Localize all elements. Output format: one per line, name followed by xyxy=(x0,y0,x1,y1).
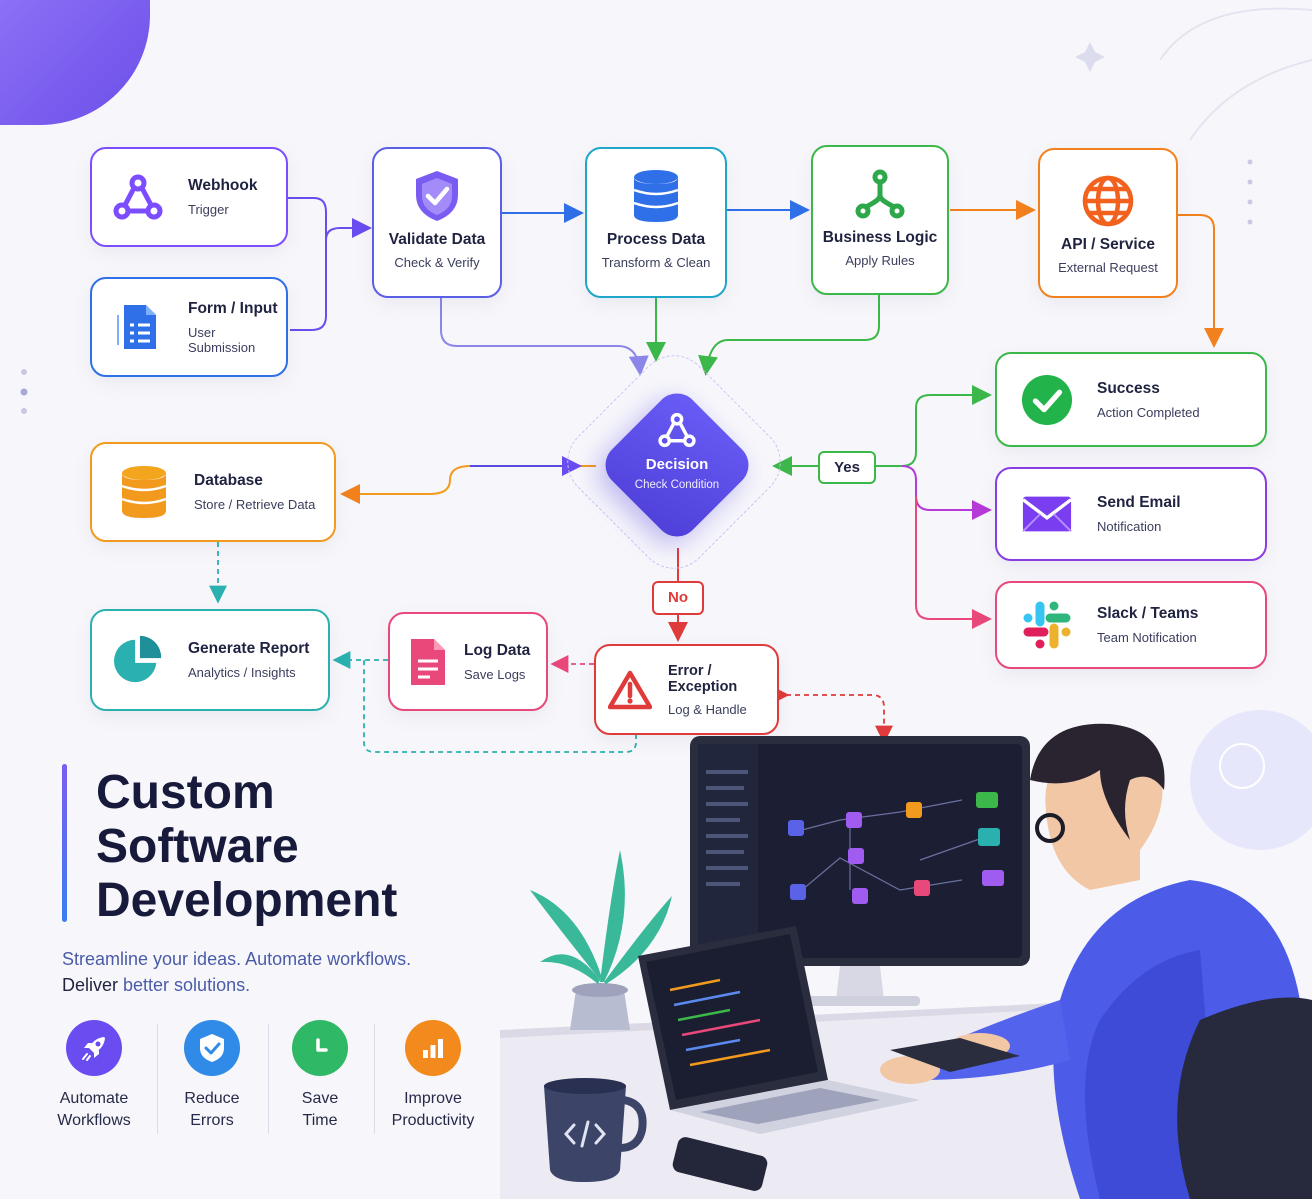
error-title: Error / Exception xyxy=(668,662,738,695)
decision-title: Decision xyxy=(645,456,709,473)
success-title: Success xyxy=(1097,379,1160,397)
headline-line-1: Custom xyxy=(96,766,275,819)
feature-save-line-2: Time xyxy=(302,1112,338,1129)
validate-data-node[interactable]: Validate Data Check & Verify xyxy=(372,147,502,298)
clock-icon xyxy=(292,1020,348,1076)
feature-productivity: Improve Productivity xyxy=(380,1020,486,1132)
database-icon xyxy=(629,169,683,223)
database-icon xyxy=(118,466,170,518)
webhook-icon xyxy=(112,171,164,223)
feature-reduce-line-1: Reduce xyxy=(184,1090,240,1107)
tagline: Streamline your ideas. Automate workflow… xyxy=(62,946,411,998)
headline: Custom Software Development xyxy=(96,766,397,928)
decision-node[interactable]: Decision Check Condition xyxy=(552,340,796,584)
database-subtitle: Store / Retrieve Data xyxy=(194,497,316,512)
mail-icon xyxy=(1021,488,1073,540)
webhook-icon xyxy=(658,412,696,448)
feature-productivity-line-2: Productivity xyxy=(391,1112,475,1129)
headline-line-2: Software xyxy=(96,820,299,873)
report-title: Generate Report xyxy=(188,640,310,657)
validate-title: Validate Data xyxy=(388,231,486,248)
slack-icon xyxy=(1021,599,1073,651)
email-title: Send Email xyxy=(1097,494,1181,511)
document-icon xyxy=(112,301,164,353)
api-service-node[interactable]: API / Service External Request xyxy=(1038,148,1178,298)
log-title: Log Data xyxy=(464,641,531,659)
business-title: Business Logic xyxy=(822,229,938,246)
feature-divider xyxy=(157,1024,158,1134)
shield-check-icon xyxy=(410,169,464,223)
shield-check-icon xyxy=(184,1020,240,1076)
decision-subtitle: Check Condition xyxy=(634,479,720,491)
feature-save-line-1: Save xyxy=(301,1090,339,1107)
log-subtitle: Save Logs xyxy=(464,666,526,682)
tagline-rest: better solutions. xyxy=(118,975,251,995)
validate-subtitle: Check & Verify xyxy=(394,255,480,270)
database-title: Database xyxy=(194,472,263,489)
developer-illustration xyxy=(500,710,1312,1199)
api-title: API / Service xyxy=(1061,236,1155,253)
feature-divider xyxy=(374,1024,375,1134)
no-label: No xyxy=(652,581,704,615)
tagline-deliver: Deliver xyxy=(62,975,119,995)
branch-icon xyxy=(853,167,907,221)
slack-title: Slack / Teams xyxy=(1097,605,1199,622)
error-subtitle: Log & Handle xyxy=(668,701,747,717)
form-title: Form / Input xyxy=(188,299,278,317)
feature-divider xyxy=(268,1024,269,1134)
process-subtitle: Transform & Clean xyxy=(601,255,711,270)
tagline-line-1: Streamline your ideas. Automate workflow… xyxy=(62,949,412,969)
email-subtitle: Notification xyxy=(1097,519,1162,534)
success-subtitle: Action Completed xyxy=(1097,404,1200,420)
bar-chart-icon xyxy=(405,1020,461,1076)
rocket-icon xyxy=(66,1020,122,1076)
warning-icon xyxy=(608,664,652,716)
report-subtitle: Analytics / Insights xyxy=(188,665,296,680)
api-subtitle: External Request xyxy=(1058,260,1158,275)
feature-reduce-line-2: Errors xyxy=(190,1112,234,1129)
yes-label: Yes xyxy=(818,451,876,484)
globe-icon xyxy=(1081,174,1135,228)
check-circle-icon xyxy=(1021,374,1073,426)
feature-automate: Automate Workflows xyxy=(44,1020,144,1132)
feature-save-time: Save Time xyxy=(272,1020,368,1132)
file-icon xyxy=(408,636,448,688)
feature-productivity-line-1: Improve xyxy=(404,1090,462,1107)
business-subtitle: Apply Rules xyxy=(845,253,915,268)
process-title: Process Data xyxy=(606,231,706,248)
webhook-title: Webhook xyxy=(188,177,258,194)
feature-reduce: Reduce Errors xyxy=(162,1020,262,1132)
headline-accent-bar xyxy=(62,764,67,922)
business-logic-node[interactable]: Business Logic Apply Rules xyxy=(811,145,949,295)
webhook-subtitle: Trigger xyxy=(188,202,229,217)
process-data-node[interactable]: Process Data Transform & Clean xyxy=(585,147,727,298)
feature-automate-line-2: Workflows xyxy=(57,1112,131,1129)
headline-line-3: Development xyxy=(96,874,398,927)
pie-chart-icon xyxy=(112,634,164,686)
feature-automate-line-1: Automate xyxy=(59,1090,129,1107)
slack-subtitle: Team Notification xyxy=(1097,630,1197,645)
form-subtitle: User Submission xyxy=(188,324,256,355)
